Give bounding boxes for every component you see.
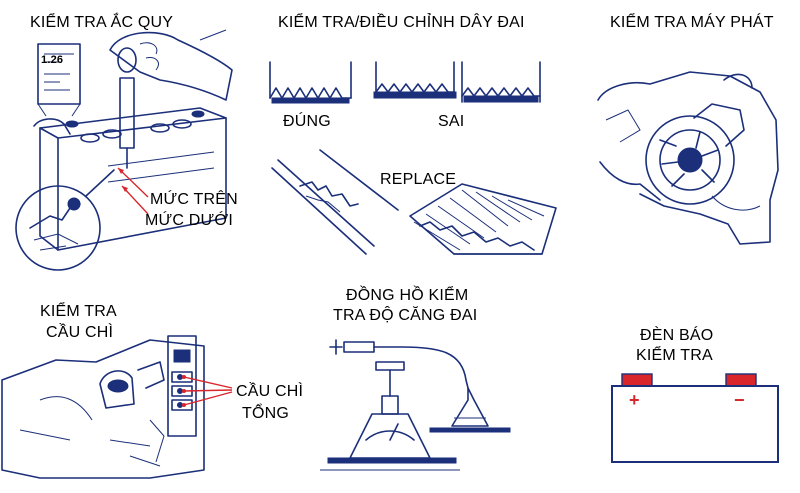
warning-light-title-line1: ĐÈN BÁO	[640, 327, 714, 344]
alternator-check-title: KIỂM TRA MÁY PHÁT	[610, 14, 774, 31]
battery-warning-icon	[611, 373, 779, 463]
belt-profile-correct	[269, 61, 352, 104]
belt-profile-wrong-right	[461, 61, 541, 103]
belt-correct-label: ĐÚNG	[283, 113, 331, 130]
cracked-belt-block	[409, 183, 557, 255]
belt-check-title: KIỂM TRA/ĐIỀU CHỈNH DÂY ĐAI	[278, 14, 525, 31]
main-fuse-label-line1: CẦU CHÌ	[236, 383, 304, 400]
belt-wrong-label: SAI	[438, 113, 465, 130]
belt-replace-label: REPLACE	[380, 171, 457, 188]
battery-illustration	[15, 29, 233, 271]
negative-terminal-sign: −	[734, 390, 745, 410]
positive-terminal-sign: +	[629, 390, 640, 410]
warning-light-title-line2: KIỂM TRA	[636, 347, 713, 364]
hydrometer-reading: 1.26	[41, 54, 64, 66]
worn-belt-strip	[271, 149, 399, 255]
tension-gauge-title-line2: TRA ĐỘ CĂNG ĐAI	[333, 307, 478, 324]
lower-level-label: MỨC DƯỚI	[145, 212, 233, 229]
battery-check-title: KIỂM TRA ẮC QUY	[30, 14, 174, 31]
tension-gauge-title-line1: ĐỒNG HỒ KIỂM	[346, 287, 469, 304]
tension-gauge-illustration	[320, 339, 511, 471]
belt-profile-wrong-left	[373, 61, 457, 99]
alternator-illustration	[597, 71, 779, 245]
fuse-box-illustration	[1, 335, 233, 479]
main-fuse-label-line2: TỔNG	[242, 405, 290, 422]
fuse-check-title-line2: CẦU CHÌ	[46, 324, 114, 341]
upper-level-label: MỨC TRÊN	[150, 191, 238, 208]
fuse-check-title-line1: KIỂM TRA	[40, 303, 117, 320]
